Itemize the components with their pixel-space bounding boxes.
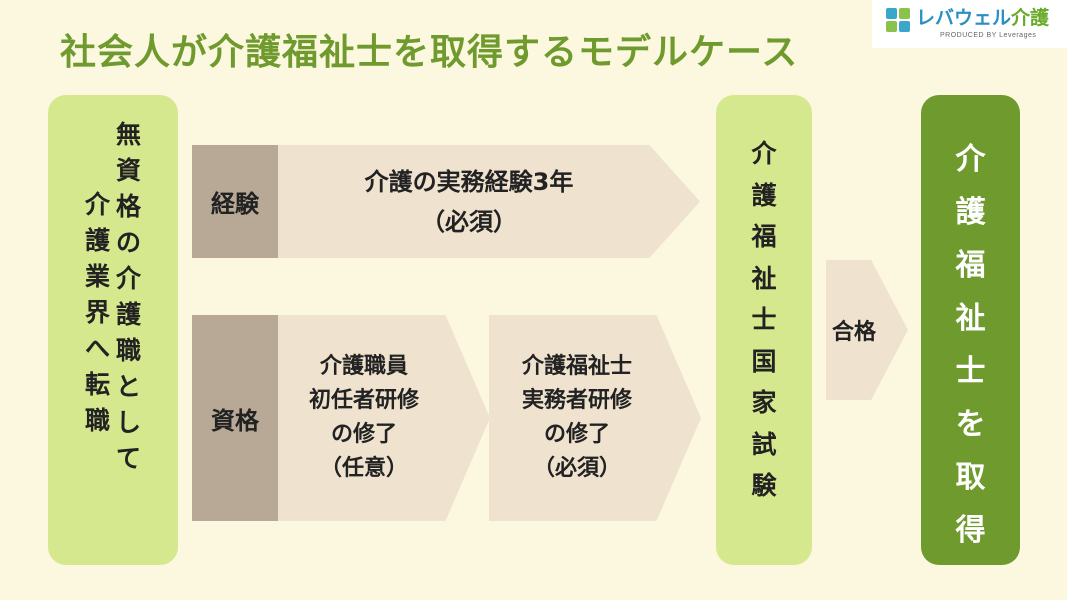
start-char: 介	[116, 264, 142, 293]
goal-char: 福	[955, 248, 986, 283]
goal-char: 士	[955, 354, 986, 389]
goal-column: 介 護 福 祉 士 を 取 得	[956, 133, 986, 557]
step-1-line: の修了	[330, 422, 397, 447]
experience-line: （必須）	[420, 207, 517, 236]
start-char: 職	[116, 336, 142, 365]
step-1-line: （任意）	[319, 456, 408, 481]
start-char: 業	[84, 262, 110, 291]
logo-mark-icon	[886, 8, 910, 32]
exam-char: 介	[751, 139, 777, 168]
start-stage-box: 無 資 格 の 介 護 職 と し て 介 護 業 界 へ 転 職	[48, 95, 178, 565]
start-char: 護	[84, 226, 110, 255]
logo-brand-main: レバウェル	[916, 7, 1012, 29]
logo-brand-accent: 介護	[1011, 7, 1050, 29]
qualification-step-1-arrow: 介護職員 初任者研修 の修了 （任意）	[278, 315, 490, 521]
step-2-line: （必須）	[532, 456, 621, 481]
start-char: て	[116, 444, 142, 473]
step-1-line: 介護職員	[319, 354, 408, 379]
goal-char: 介	[955, 142, 986, 177]
goal-char: 祉	[955, 301, 986, 336]
exam-char: 護	[751, 180, 777, 210]
step-2-line: 実務者研修	[521, 388, 632, 413]
start-char: 転	[84, 370, 110, 399]
step-2-line: 介護福祉士	[521, 354, 632, 379]
logo-tagline: PRODUCED BY Leverages	[940, 32, 1037, 39]
start-char: 介	[84, 190, 110, 219]
brand-logo: レバウェル介護 PRODUCED BY Leverages	[872, 0, 1067, 48]
start-char: 護	[116, 300, 142, 329]
exam-char: 士	[751, 305, 777, 334]
start-column-1: 無 資 格 の 介 護 職 と し て	[116, 117, 141, 477]
start-char: 格	[116, 192, 142, 221]
pass-arrow: 合格	[826, 260, 908, 400]
experience-line: 介護の実務経験3年	[364, 167, 574, 196]
start-column-2: 介 護 業 界 へ 転 職	[85, 187, 110, 439]
exam-char: 家	[751, 388, 777, 417]
start-char: と	[116, 372, 142, 401]
start-char: 資	[116, 156, 142, 185]
goal-char: を	[955, 407, 986, 442]
experience-label: 経験	[192, 145, 278, 258]
start-char: し	[116, 408, 142, 437]
start-char: 職	[84, 406, 110, 435]
pass-label: 合格	[832, 320, 877, 345]
start-char: 無	[116, 120, 142, 149]
exam-char: 祉	[751, 263, 777, 293]
start-char: 界	[84, 298, 110, 327]
qualification-label: 資格	[192, 315, 278, 521]
start-char: の	[116, 228, 142, 257]
exam-char: 試	[751, 429, 777, 459]
exam-char: 験	[751, 471, 777, 500]
exam-column: 介 護 福 祉 士 国 家 試 験	[751, 133, 776, 507]
exam-char: 福	[751, 222, 777, 251]
page-title: 社会人が介護福祉士を取得するモデルケース	[60, 32, 799, 73]
national-exam-box: 介 護 福 祉 士 国 家 試 験	[716, 95, 812, 565]
experience-arrow: 介護の実務経験3年 （必須）	[278, 145, 700, 258]
goal-char: 得	[955, 513, 986, 548]
logo-wordmark: レバウェル介護	[916, 4, 1049, 32]
step-2-line: の修了	[543, 422, 610, 447]
exam-char: 国	[751, 346, 777, 376]
qualification-step-2-arrow: 介護福祉士 実務者研修 の修了 （必須）	[489, 315, 701, 521]
goal-box: 介 護 福 祉 士 を 取 得	[921, 95, 1020, 565]
goal-char: 取	[955, 460, 986, 495]
step-1-line: 初任者研修	[308, 388, 419, 413]
start-char: へ	[84, 334, 110, 363]
goal-char: 護	[955, 195, 986, 230]
